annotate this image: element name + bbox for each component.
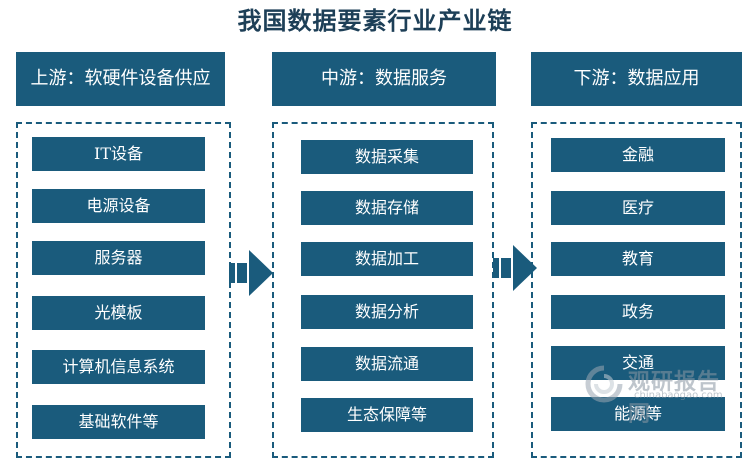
downstream-item-government: 政务: [551, 295, 725, 329]
upstream-column: IT设备 电源设备 服务器 光模板 计算机信息系统 基础软件等: [16, 122, 231, 458]
flow-arrow-1-icon: [229, 250, 273, 296]
flow-arrow-2-icon: [493, 245, 537, 291]
midstream-item-ecosystem: 生态保障等: [301, 398, 473, 432]
upstream-item-optical: 光模板: [32, 296, 205, 330]
downstream-header: 下游：数据应用: [531, 52, 742, 106]
watermark-text: 观研报告网: [628, 370, 721, 427]
upstream-item-computer-system: 计算机信息系统: [32, 350, 205, 384]
watermark-logo-icon: [585, 365, 623, 403]
midstream-item-circulation: 数据流通: [301, 347, 473, 381]
downstream-item-education: 教育: [551, 242, 725, 276]
downstream-item-finance: 金融: [551, 138, 725, 172]
downstream-column: 金融 医疗 教育 政务 交通 能源等: [531, 122, 742, 458]
midstream-item-processing: 数据加工: [301, 242, 473, 276]
upstream-item-power: 电源设备: [32, 189, 205, 223]
upstream-header: 上游：软硬件设备供应: [16, 52, 225, 106]
downstream-item-energy: 能源等: [551, 397, 725, 431]
midstream-item-storage: 数据存储: [301, 191, 473, 225]
midstream-header: 中游：数据服务: [272, 52, 496, 106]
upstream-item-server: 服务器: [32, 241, 205, 275]
downstream-item-transport: 交通: [551, 346, 725, 380]
midstream-column: 数据采集 数据存储 数据加工 数据分析 数据流通 生态保障等: [272, 122, 494, 458]
upstream-item-it: IT设备: [32, 137, 205, 171]
downstream-item-healthcare: 医疗: [551, 191, 725, 225]
watermark-url: chinabaogao.com: [634, 390, 723, 401]
watermark: 观研报告网 chinabaogao.com: [582, 362, 742, 427]
upstream-item-basic-software: 基础软件等: [32, 405, 205, 439]
midstream-item-collection: 数据采集: [301, 140, 473, 174]
diagram-title: 我国数据要素行业产业链: [237, 6, 513, 35]
midstream-item-analysis: 数据分析: [301, 295, 473, 329]
